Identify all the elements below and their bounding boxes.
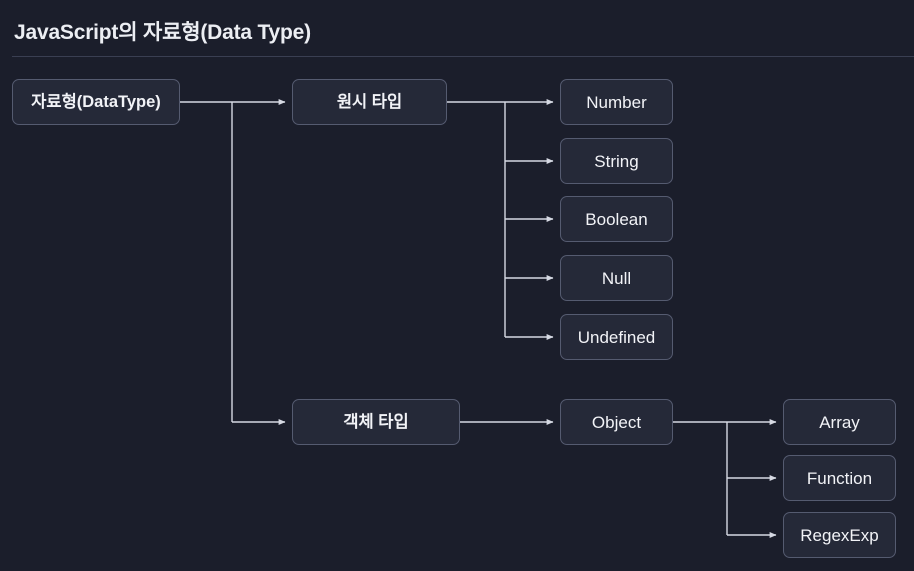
node-string[interactable]: String <box>560 138 673 184</box>
node-root[interactable]: 자료형(DataType) <box>12 79 180 125</box>
header-divider <box>12 56 914 57</box>
node-object[interactable]: Object <box>560 399 673 445</box>
page-title: JavaScript의 자료형(Data Type) <box>14 21 311 44</box>
node-number[interactable]: Number <box>560 79 673 125</box>
node-undefined[interactable]: Undefined <box>560 314 673 360</box>
node-boolean[interactable]: Boolean <box>560 196 673 242</box>
node-primitive-type[interactable]: 원시 타입 <box>292 79 447 125</box>
node-null[interactable]: Null <box>560 255 673 301</box>
data-type-tree-diagram: 자료형(DataType) 원시 타입 Number String Boolea… <box>0 57 914 571</box>
connector-edges <box>180 99 777 538</box>
node-regexexp[interactable]: RegexExp <box>783 512 896 558</box>
node-object-type[interactable]: 객체 타입 <box>292 399 460 445</box>
node-array[interactable]: Array <box>783 399 896 445</box>
node-function[interactable]: Function <box>783 455 896 501</box>
